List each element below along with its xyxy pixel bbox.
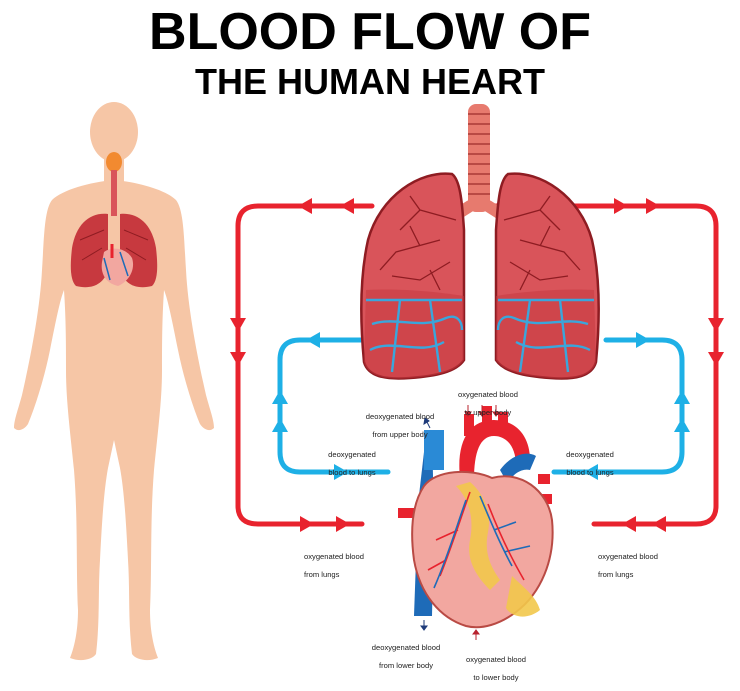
label-line: from lower body <box>378 661 434 670</box>
label-line: from upper body <box>372 430 428 439</box>
label-line: oxygenated blood <box>458 390 518 399</box>
diagram-artwork <box>14 102 724 661</box>
label-line: deoxygenated blood <box>365 412 435 421</box>
label-line: to lower body <box>473 673 519 682</box>
deoxygenated-flow-arrows <box>272 332 690 480</box>
label-line: from lungs <box>304 570 340 579</box>
label-line: oxygenated blood <box>304 552 364 561</box>
oxygenated-flow-arrows <box>230 198 724 532</box>
lungs-illustration <box>360 104 600 380</box>
deoxy-pointer-arrows <box>420 417 431 631</box>
label-line: from lungs <box>598 570 634 579</box>
label-pointer-arrows <box>464 405 500 640</box>
title-line-1: BLOOD FLOW OF <box>149 3 591 61</box>
deoxygenated-flow-path <box>277 337 685 475</box>
label-deoxygenated-from-upper-body: deoxygenated blood from upper body <box>358 403 442 448</box>
label-line: deoxygenated <box>328 450 376 459</box>
label-deoxygenated-to-lungs-left: deoxygenated blood to lungs <box>312 441 392 486</box>
label-line: oxygenated blood <box>466 655 526 664</box>
label-line: to upper body <box>464 408 512 417</box>
label-line: oxygenated blood <box>598 552 658 561</box>
label-line: deoxygenated blood <box>371 643 441 652</box>
label-oxygenated-to-upper-body: oxygenated blood to upper body <box>448 381 528 426</box>
label-oxygenated-from-lungs-left: oxygenated blood from lungs <box>304 543 384 588</box>
title-line-2: THE HUMAN HEART <box>195 61 545 102</box>
label-line: blood to lungs <box>328 468 376 477</box>
heart-illustration <box>398 406 554 629</box>
label-oxygenated-from-lungs-right: oxygenated blood from lungs <box>598 543 678 588</box>
label-deoxygenated-to-lungs-right: deoxygenated blood to lungs <box>550 441 630 486</box>
label-line: blood to lungs <box>566 468 614 477</box>
human-body-figure <box>14 102 214 661</box>
label-deoxygenated-from-lower-body: deoxygenated blood from lower body <box>366 634 446 679</box>
label-oxygenated-to-lower-body: oxygenated blood to lower body <box>456 646 536 691</box>
label-line: deoxygenated <box>566 450 614 459</box>
